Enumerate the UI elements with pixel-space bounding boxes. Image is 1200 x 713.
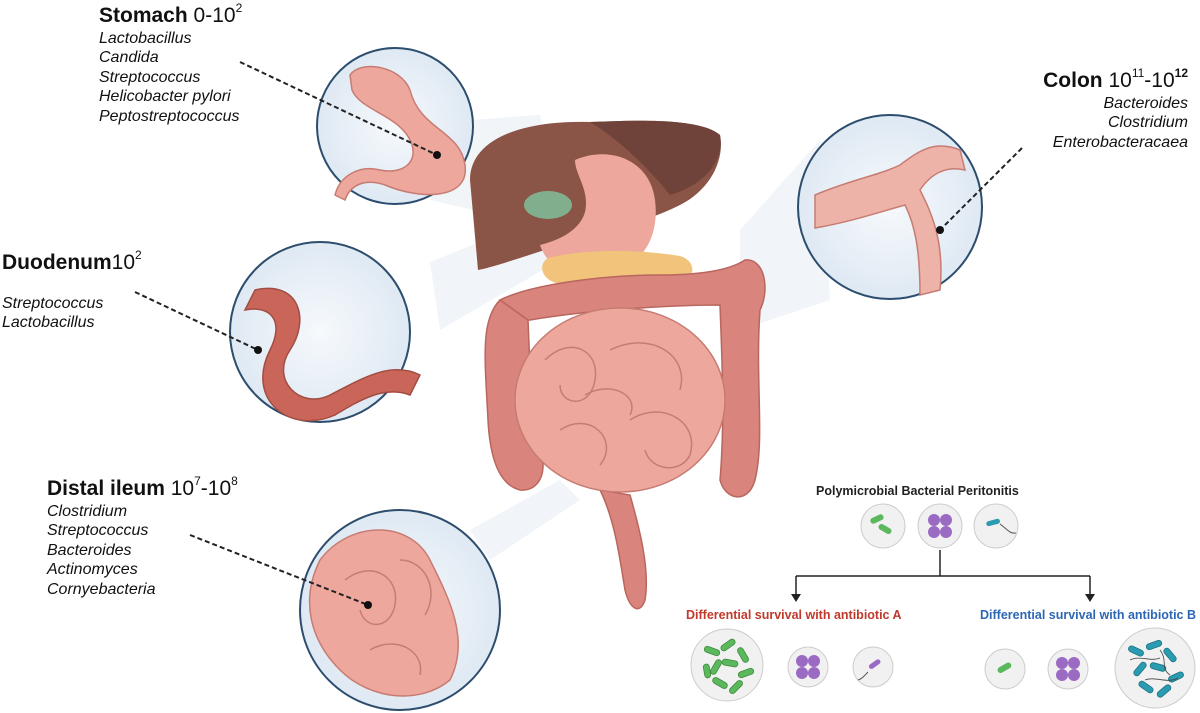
colon-organism: Bacteroides bbox=[1103, 94, 1189, 112]
gallbladder bbox=[524, 191, 572, 219]
colon-label: Colon 1011-1012 Bacteroides Clostridium … bbox=[1043, 66, 1189, 152]
arrow-heads bbox=[791, 594, 1095, 602]
stomach-organism: Peptostreptococcus bbox=[99, 107, 240, 125]
duodenum-circle bbox=[229, 241, 422, 423]
stomach-organism: Lactobacillus bbox=[99, 29, 192, 47]
ileum-circle bbox=[299, 509, 501, 711]
colon-organism: Enterobacteracaea bbox=[1052, 133, 1188, 151]
small-intestine bbox=[514, 307, 726, 493]
leader-dots bbox=[254, 151, 944, 609]
ileum-organism: Clostridium bbox=[47, 502, 128, 520]
antibiotic-b-label: Differential survival with antibiotic B bbox=[980, 608, 1197, 622]
branch-arrows bbox=[795, 550, 1091, 596]
antibiotic-a-bacteria bbox=[690, 628, 894, 702]
ileum-organism: Bacteroides bbox=[47, 541, 132, 559]
peritonitis-top-bacteria bbox=[860, 503, 1019, 549]
ileum-label: Distal ileum 107-108 Clostridium Strepto… bbox=[47, 474, 238, 599]
stomach-label: Stomach 0-102 Lactobacillus Candida Stre… bbox=[99, 1, 243, 126]
antibiotic-b-bacteria bbox=[984, 627, 1196, 709]
duodenum-label: Duodenum102 Streptococcus Lactobacillus bbox=[2, 248, 142, 333]
colon-title: Colon 1011-1012 bbox=[1043, 66, 1188, 92]
duodenum-title: Duodenum102 bbox=[2, 248, 142, 274]
stomach-organism: Streptococcus bbox=[99, 68, 201, 86]
ileum-organism: Cornyebacteria bbox=[47, 580, 156, 598]
ileum-organism: Actinomyces bbox=[47, 561, 138, 579]
stomach-organism: Candida bbox=[99, 49, 159, 67]
leader-lines bbox=[134, 61, 1023, 606]
stomach-title: Stomach 0-102 bbox=[99, 1, 243, 27]
peritonitis-title: Polymicrobial Bacterial Peritonitis bbox=[816, 484, 1019, 498]
ileum-title: Distal ileum 107-108 bbox=[47, 474, 238, 500]
colon-circle bbox=[797, 114, 983, 300]
antibiotic-a-label: Differential survival with antibiotic A bbox=[686, 608, 902, 622]
colon-organism: Clostridium bbox=[1107, 114, 1188, 132]
stomach-circle bbox=[316, 47, 474, 205]
large-intestine bbox=[484, 259, 766, 610]
stomach-organism: Helicobacter pylori bbox=[99, 88, 231, 106]
duodenum-organism: Streptococcus bbox=[2, 294, 104, 312]
stomach-organ bbox=[540, 154, 656, 276]
ileum-organism: Streptococcus bbox=[47, 522, 149, 540]
duodenum-organism: Lactobacillus bbox=[2, 314, 95, 332]
